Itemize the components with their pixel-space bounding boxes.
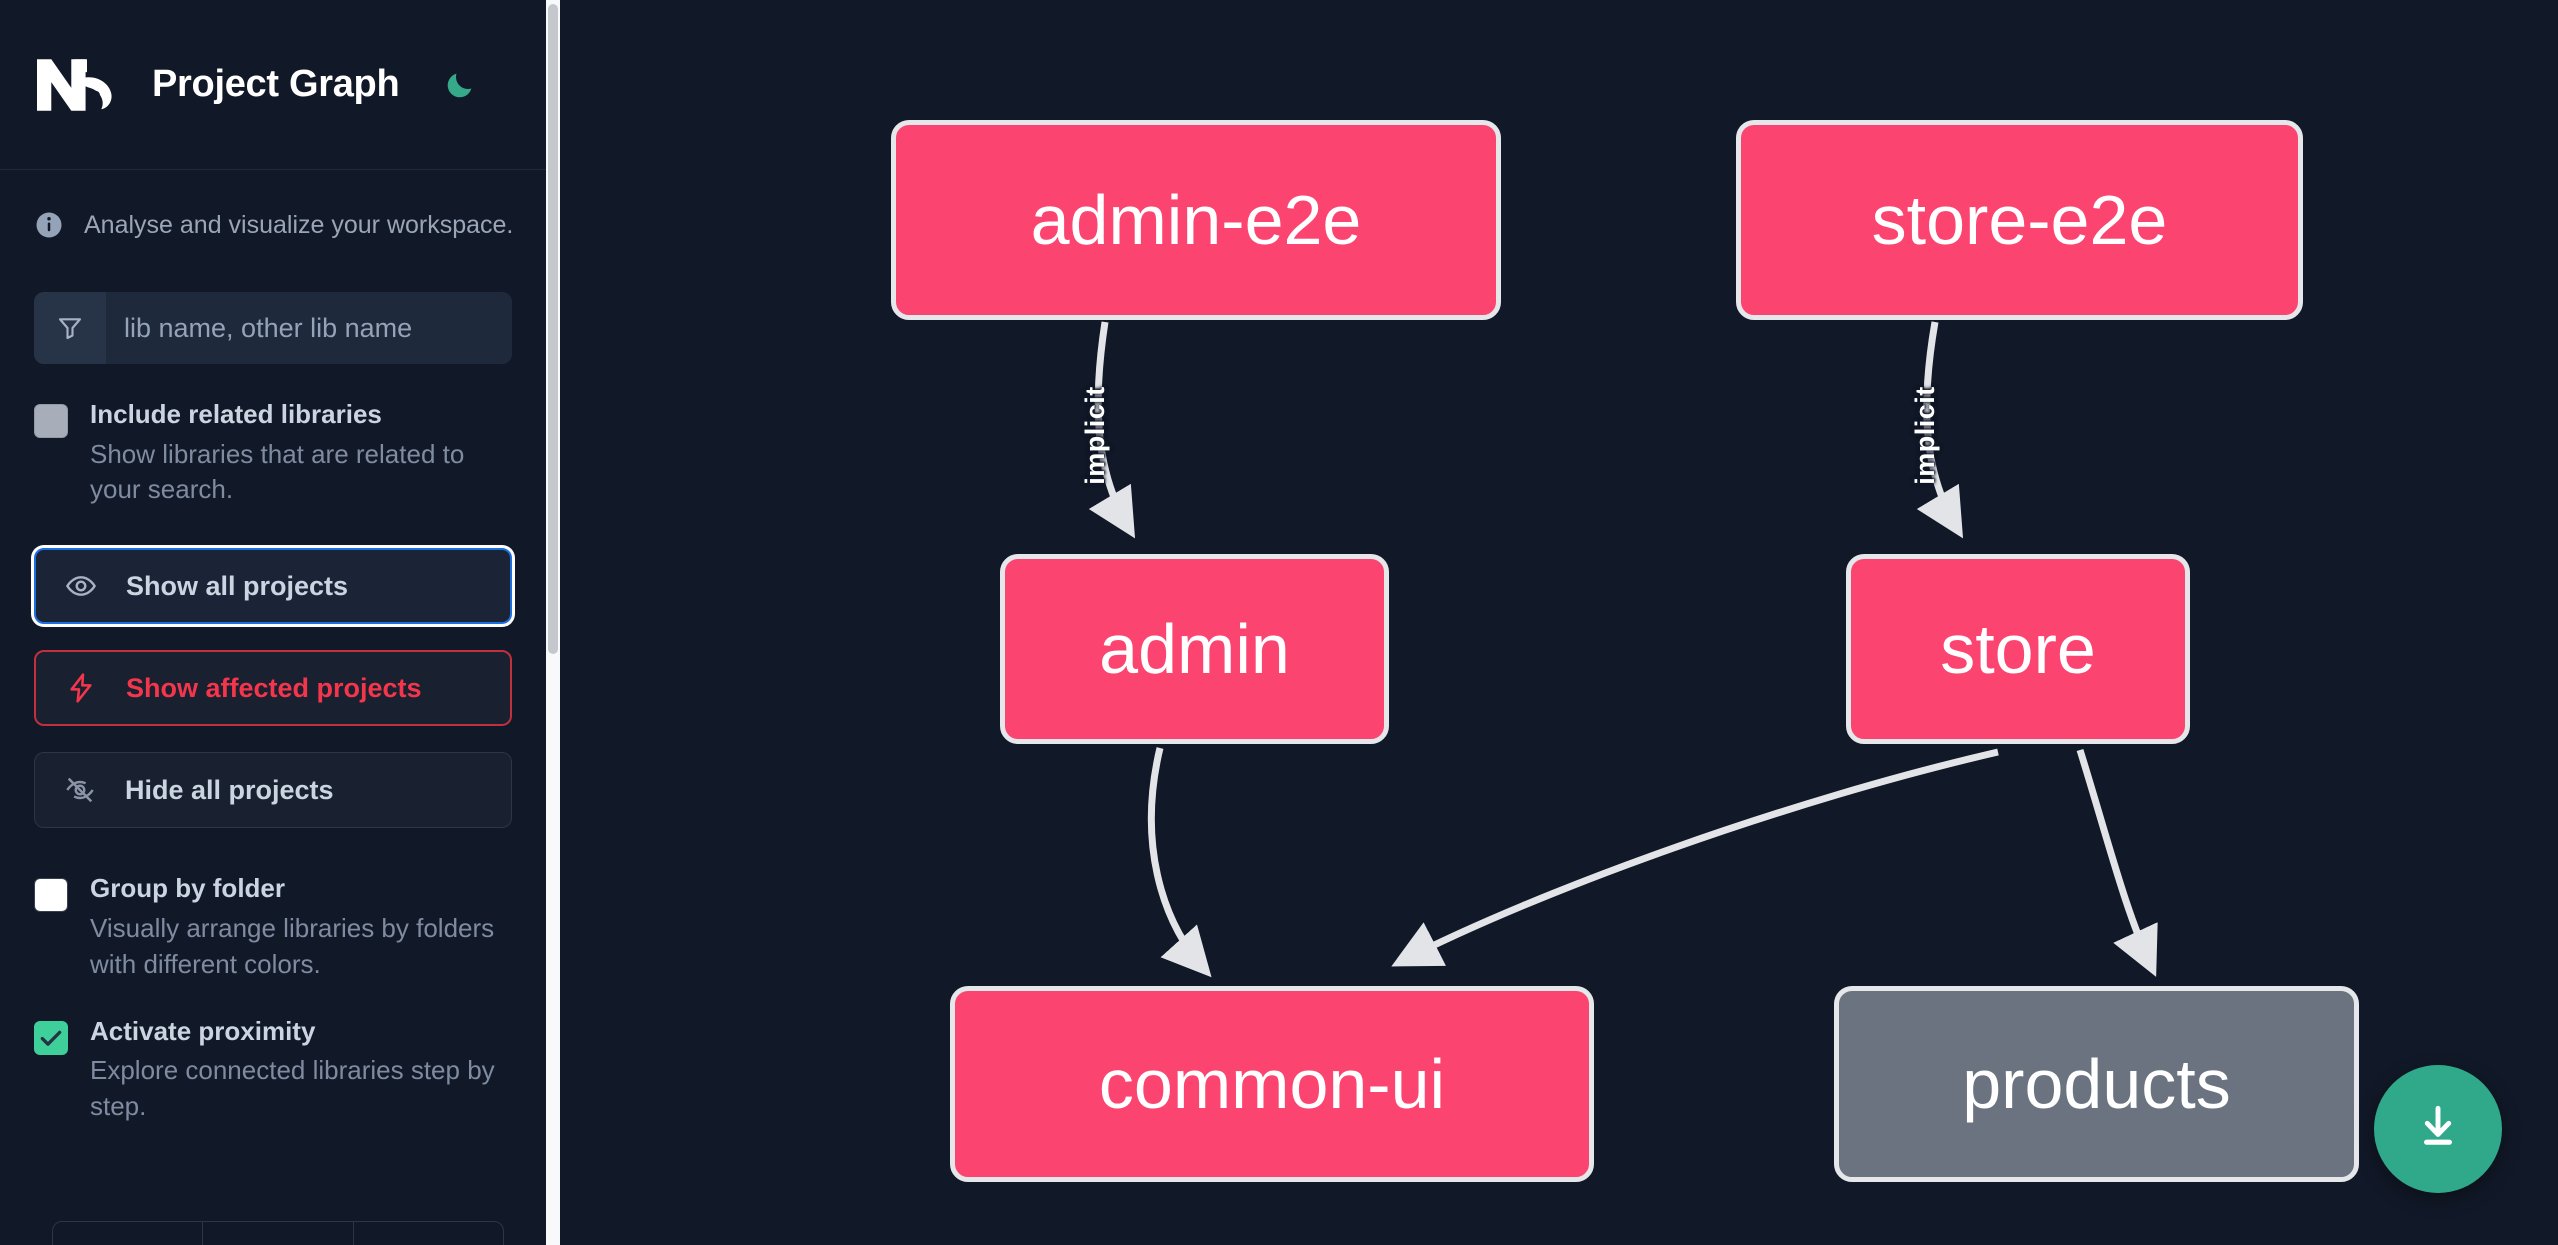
search-input[interactable]: [106, 292, 512, 364]
edge-store-products: [2076, 748, 2158, 977]
option-title: Include related libraries: [90, 399, 382, 429]
node-label: store-e2e: [1871, 181, 2168, 259]
node-admin-e2e[interactable]: admin-e2e: [891, 120, 1501, 320]
option-activate-proximity[interactable]: Activate proximity Explore connected lib…: [0, 983, 546, 1125]
segment-3[interactable]: [354, 1222, 503, 1245]
filter-funnel-icon: [34, 292, 106, 364]
option-description: Explore connected libraries step by step…: [90, 1055, 495, 1121]
option-title: Group by folder: [90, 873, 285, 904]
info-circle-icon: [34, 210, 64, 240]
proximity-segmented-control[interactable]: [52, 1221, 504, 1245]
segment-2[interactable]: [203, 1222, 354, 1245]
sidebar-scrollbar-thumb[interactable]: [548, 4, 558, 654]
segment-1[interactable]: [53, 1222, 204, 1245]
node-common-ui[interactable]: common-ui: [950, 986, 1594, 1182]
download-button[interactable]: [2374, 1065, 2502, 1193]
node-label: store: [1940, 610, 2096, 688]
sidebar-scroll-area: Project Graph Analyse and visualize your…: [0, 0, 546, 1245]
sidebar-header: Project Graph: [0, 0, 546, 170]
node-label: common-ui: [1098, 1045, 1446, 1123]
group-by-folder-checkbox[interactable]: [34, 878, 68, 913]
eye-icon: [62, 567, 100, 605]
visibility-button-group: Show all projects Show affected projects: [0, 508, 546, 829]
nx-logo-icon: [34, 55, 120, 115]
hide-all-projects-button[interactable]: Hide all projects: [34, 752, 512, 829]
hide-all-projects-label: Hide all projects: [125, 774, 334, 805]
edge-store-common-ui: [1391, 748, 1999, 967]
sidebar: Project Graph Analyse and visualize your…: [0, 0, 560, 1245]
graph-edges: [1088, 321, 2158, 978]
search-box[interactable]: [34, 292, 512, 364]
node-store[interactable]: store: [1846, 554, 2190, 744]
download-icon: [2410, 1099, 2466, 1160]
moon-icon[interactable]: [437, 62, 483, 108]
show-affected-projects-label: Show affected projects: [126, 672, 422, 703]
option-description: Show libraries that are related to your …: [90, 438, 465, 505]
activate-proximity-checkbox[interactable]: [34, 1020, 68, 1055]
page-title: Project Graph: [152, 63, 400, 105]
edge-store-e2e-store: [1916, 321, 1964, 539]
node-store-e2e[interactable]: store-e2e: [1736, 120, 2303, 320]
edge-label-implicit-admin: implicit: [1079, 386, 1110, 485]
node-label: admin: [1099, 610, 1290, 688]
node-admin[interactable]: admin: [1000, 554, 1389, 744]
sidebar-scrollbar-track[interactable]: [546, 0, 560, 1245]
sidebar-info-text: Analyse and visualize your workspace.: [84, 210, 514, 239]
node-label: products: [1962, 1045, 2231, 1123]
edge-label-implicit-store: implicit: [1909, 386, 1940, 485]
sidebar-info: Analyse and visualize your workspace.: [0, 170, 546, 240]
include-related-libraries-checkbox[interactable]: [34, 404, 68, 438]
option-description: Visually arrange libraries by folders wi…: [90, 912, 495, 979]
node-label: admin-e2e: [1030, 181, 1362, 259]
lightning-icon: [62, 669, 100, 707]
edge-admin-common-ui: [1147, 747, 1212, 978]
node-products[interactable]: products: [1834, 986, 2359, 1182]
project-graph-canvas[interactable]: admin-e2e store-e2e admin store common-u…: [560, 0, 2558, 1245]
show-all-projects-label: Show all projects: [126, 570, 349, 601]
show-all-projects-button[interactable]: Show all projects: [34, 548, 512, 625]
edge-admin-e2e-admin: [1088, 321, 1136, 539]
eye-off-icon: [61, 771, 99, 809]
option-title: Activate proximity: [90, 1015, 316, 1046]
option-group-by-folder[interactable]: Group by folder Visually arrange librari…: [0, 828, 546, 982]
option-include-related-libraries[interactable]: Include related libraries Show libraries…: [0, 364, 546, 508]
show-affected-projects-button[interactable]: Show affected projects: [34, 650, 512, 727]
